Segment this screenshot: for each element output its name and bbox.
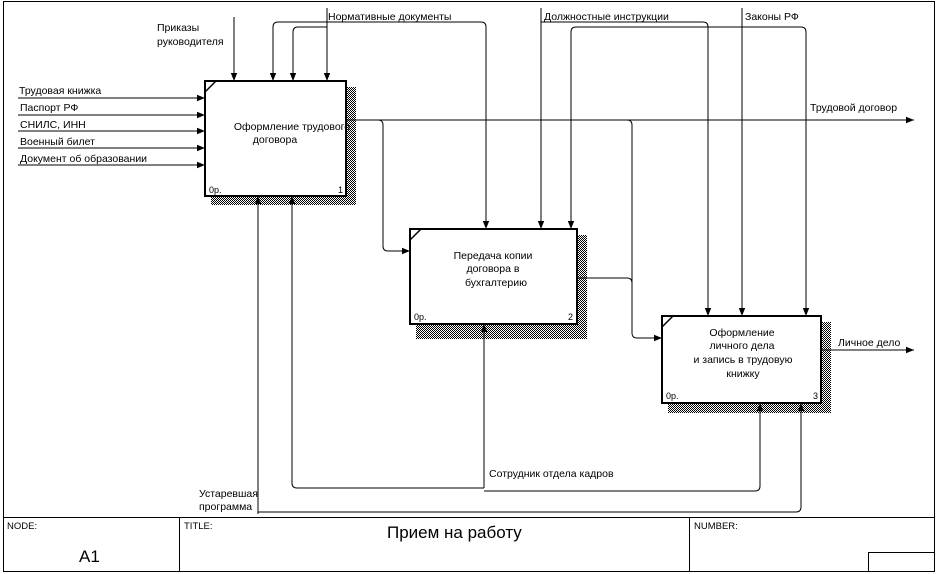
activity-box-1[interactable]: Оформление трудового договора 0р. 1	[204, 80, 356, 205]
diagram-frame	[3, 1, 935, 572]
box-cost: 0р.	[209, 185, 222, 195]
input-label-5: Документ об образовании	[20, 153, 147, 165]
box-title-line-3: и запись в трудовую	[694, 354, 793, 366]
box-title-line-1: Оформление	[709, 327, 774, 339]
box-cost: 0р.	[666, 391, 679, 401]
title-block: NODE: A1 TITLE: Прием на работу NUMBER:	[3, 517, 935, 572]
program-label-2: программа	[199, 501, 252, 513]
box-cost: 0р.	[414, 312, 427, 322]
employee-label: Сотрудник отдела кадров	[489, 468, 614, 480]
box-corner	[204, 80, 217, 93]
input-label-1: Трудовая книжка	[19, 85, 101, 97]
box-number: 3	[813, 391, 818, 401]
box-title-line-4: книжку	[726, 368, 760, 380]
arrow-box2-output[interactable]	[577, 277, 633, 284]
node-header: NODE:	[7, 521, 37, 532]
activity-box-2[interactable]: Передача копии договора в бухгалтерию 0р…	[409, 228, 587, 339]
number-header: NUMBER:	[694, 521, 738, 532]
orders-label-1: Приказы	[157, 22, 199, 34]
arrow-program-box3[interactable]	[258, 403, 805, 513]
activity-box-3[interactable]: Оформление личного дела и запись в трудо…	[661, 315, 831, 413]
arrow-contract-to-box3[interactable]	[626, 119, 662, 342]
box-title-line-2: личного дела	[709, 340, 774, 352]
box-frame	[661, 315, 822, 404]
input-label-2: Паспорт РФ	[20, 102, 78, 114]
input-label-4: Военный билет	[20, 136, 95, 148]
arrow-normative-branch[interactable]	[269, 21, 327, 81]
normative-label: Нормативные документы	[328, 11, 451, 23]
arrow-employee-box1[interactable]	[288, 196, 484, 489]
box-title-line-2: договора	[253, 134, 298, 146]
input-arrows: Трудовая книжка Паспорт РФ СНИЛС, ИНН Во…	[18, 85, 205, 169]
box-title-line-2: договора в	[467, 263, 520, 275]
control-arrows: Приказы руководителя Нормативные докумен…	[157, 8, 810, 316]
box-title-line-1: Передача копии	[454, 250, 533, 262]
box-title-line-1: Оформление трудового	[234, 121, 350, 133]
diagram-title: Прием на работу	[387, 523, 522, 542]
output-arrows: Трудовой договор Личное дело	[346, 102, 914, 354]
input-label-3: СНИЛС, ИНН	[20, 119, 86, 131]
box-number: 1	[338, 185, 343, 195]
box-corner	[409, 228, 422, 241]
node-value: A1	[79, 547, 100, 566]
laws-label: Законы РФ	[745, 11, 799, 23]
box-frame	[409, 228, 578, 325]
contract-label: Трудовой договор	[810, 102, 897, 114]
instructions-label: Должностные инструкции	[544, 11, 669, 23]
box-number: 2	[568, 312, 573, 322]
arrow-contract-to-box2[interactable]	[377, 119, 410, 255]
mechanism-arrows: Сотрудник отдела кадров Устаревшая прогр…	[199, 196, 805, 514]
box-corner	[661, 315, 674, 328]
arrow-laws-box2[interactable]	[567, 26, 742, 229]
personal-file-label: Личное дело	[838, 337, 900, 349]
box-frame	[204, 80, 347, 197]
arrow-normative-box2[interactable]	[327, 21, 490, 229]
orders-label-2: руководителя	[157, 36, 224, 48]
arrow-laws-branch[interactable]	[742, 26, 810, 316]
title-header: TITLE:	[184, 521, 213, 532]
program-label-1: Устаревшая	[199, 488, 258, 500]
arrow-instructions-box1[interactable]	[289, 26, 327, 81]
box-title-line-3: бухгалтерию	[465, 277, 527, 289]
arrow-employee-box3[interactable]	[484, 403, 764, 492]
